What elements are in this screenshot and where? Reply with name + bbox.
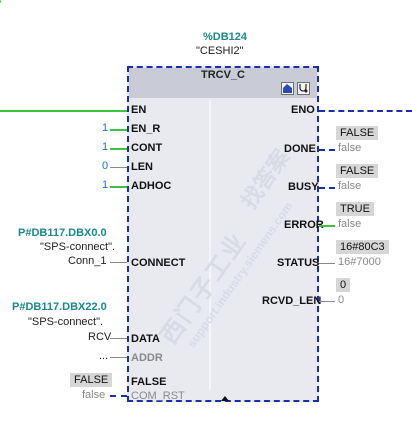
com-rst-sub-value: false	[82, 389, 106, 401]
error-sub-value: false	[338, 218, 362, 230]
block-header: TRCV_C	[129, 68, 317, 98]
en-wire[interactable]	[0, 110, 127, 112]
data-db[interactable]: "SPS-connect".	[28, 316, 104, 328]
connect-db[interactable]: "SPS-connect".	[40, 241, 116, 253]
adhoc-wire	[110, 186, 127, 188]
pin-done: DONE	[284, 143, 316, 155]
status-value-box[interactable]: 16#80C3	[336, 240, 389, 254]
data-wire	[110, 338, 127, 339]
busy-wire	[319, 187, 335, 189]
addr-wire	[110, 357, 127, 358]
en-r-value[interactable]: 1	[102, 122, 109, 134]
instance-db-name: "CESHI2"	[196, 45, 244, 57]
rung-connector	[0, 0, 2, 23]
rcvd-len-value-box[interactable]: 0	[336, 278, 351, 292]
pin-cont: CONT	[131, 142, 163, 154]
pin-eno: ENO	[291, 104, 315, 116]
cont-wire	[110, 148, 127, 150]
connect-var[interactable]: Conn_1	[68, 255, 107, 267]
pin-len: LEN	[131, 161, 153, 173]
status-wire	[319, 263, 335, 264]
open-block-icon[interactable]	[281, 82, 294, 95]
busy-value-box[interactable]: FALSE	[336, 164, 379, 178]
cont-value[interactable]: 1	[102, 141, 109, 153]
rcvd-len-wire	[319, 301, 335, 302]
pin-en-r: EN_R	[131, 123, 161, 135]
eno-wire[interactable]	[319, 110, 412, 112]
data-address[interactable]: P#DB117.DBX22.0	[12, 301, 107, 313]
instance-db-ref: %DB124	[203, 31, 248, 43]
pin-status: STATUS	[277, 257, 320, 269]
adhoc-value[interactable]: 1	[102, 179, 109, 191]
function-block-trcv-c[interactable]: TRCV_C	[127, 66, 319, 402]
error-value-box[interactable]: TRUE	[336, 202, 374, 216]
pin-connect: CONNECT	[131, 257, 186, 269]
len-value[interactable]: 0	[102, 160, 109, 172]
rcvd-len-sub-value: 0	[338, 294, 345, 306]
diagnostics-stethoscope-icon[interactable]	[297, 82, 310, 95]
done-wire	[319, 149, 335, 151]
pin-data: DATA	[131, 333, 160, 345]
pin-busy: BUSY	[288, 181, 319, 193]
status-sub-value: 16#7000	[338, 256, 381, 268]
done-value-box[interactable]: FALSE	[336, 126, 379, 140]
busy-sub-value: false	[338, 180, 362, 192]
connect-address[interactable]: P#DB117.DBX0.0	[18, 227, 107, 239]
block-divider	[209, 100, 211, 390]
pin-en: EN	[131, 104, 147, 116]
com-rst-value-box[interactable]: FALSE	[70, 373, 113, 387]
pin-com-rst-inner: FALSE	[131, 376, 167, 388]
error-wire	[319, 225, 335, 227]
done-sub-value: false	[338, 142, 362, 154]
data-var[interactable]: RCV	[88, 331, 112, 343]
expand-arrow-icon[interactable]	[221, 396, 229, 401]
pin-error: ERROR	[284, 219, 324, 231]
en-r-wire	[110, 129, 127, 131]
block-title: TRCV_C	[200, 69, 245, 81]
pin-addr: ADDR	[131, 352, 163, 364]
len-wire	[110, 167, 127, 168]
addr-value[interactable]: ...	[99, 350, 109, 362]
pin-rcvd-len: RCVD_LEN	[262, 295, 322, 307]
pin-com-rst: COM_RST	[131, 390, 185, 402]
pin-adhoc: ADHOC	[131, 180, 172, 192]
com-rst-wire	[110, 395, 127, 397]
connect-wire	[110, 262, 127, 263]
